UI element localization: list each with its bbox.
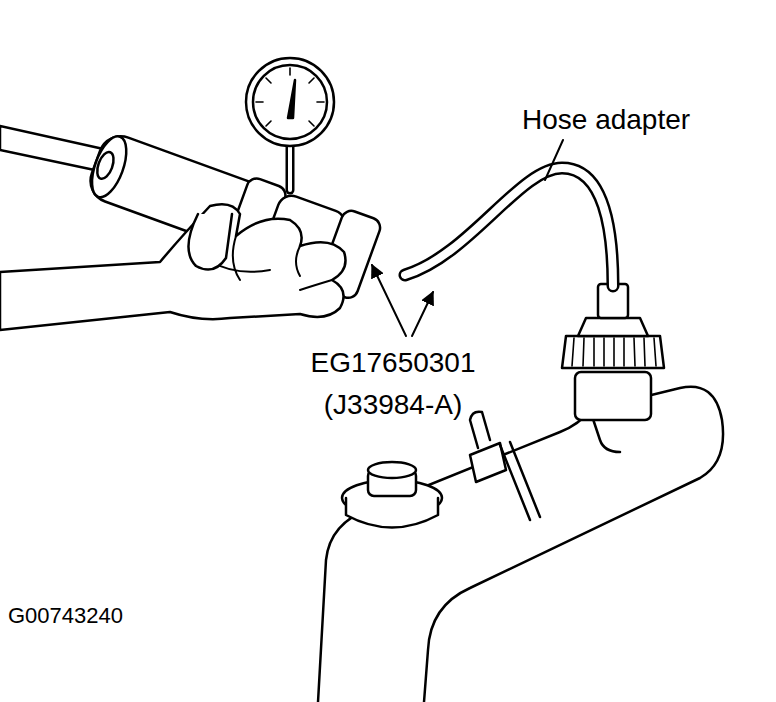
adapter-cap [562, 336, 664, 368]
part-label: EG17650301 (J33984-A) [262, 342, 524, 426]
leader-line [372, 265, 406, 336]
part-label: Hose adapter [522, 103, 767, 137]
leader-line [545, 140, 563, 180]
radiator-tank [318, 387, 723, 702]
hose [405, 168, 613, 286]
plunger-rod [0, 126, 108, 172]
leader-line [412, 292, 433, 336]
hand [0, 204, 346, 330]
filler-neck [575, 372, 651, 420]
pressure-gauge [246, 58, 334, 146]
figure-number: G00743240 [8, 602, 228, 630]
